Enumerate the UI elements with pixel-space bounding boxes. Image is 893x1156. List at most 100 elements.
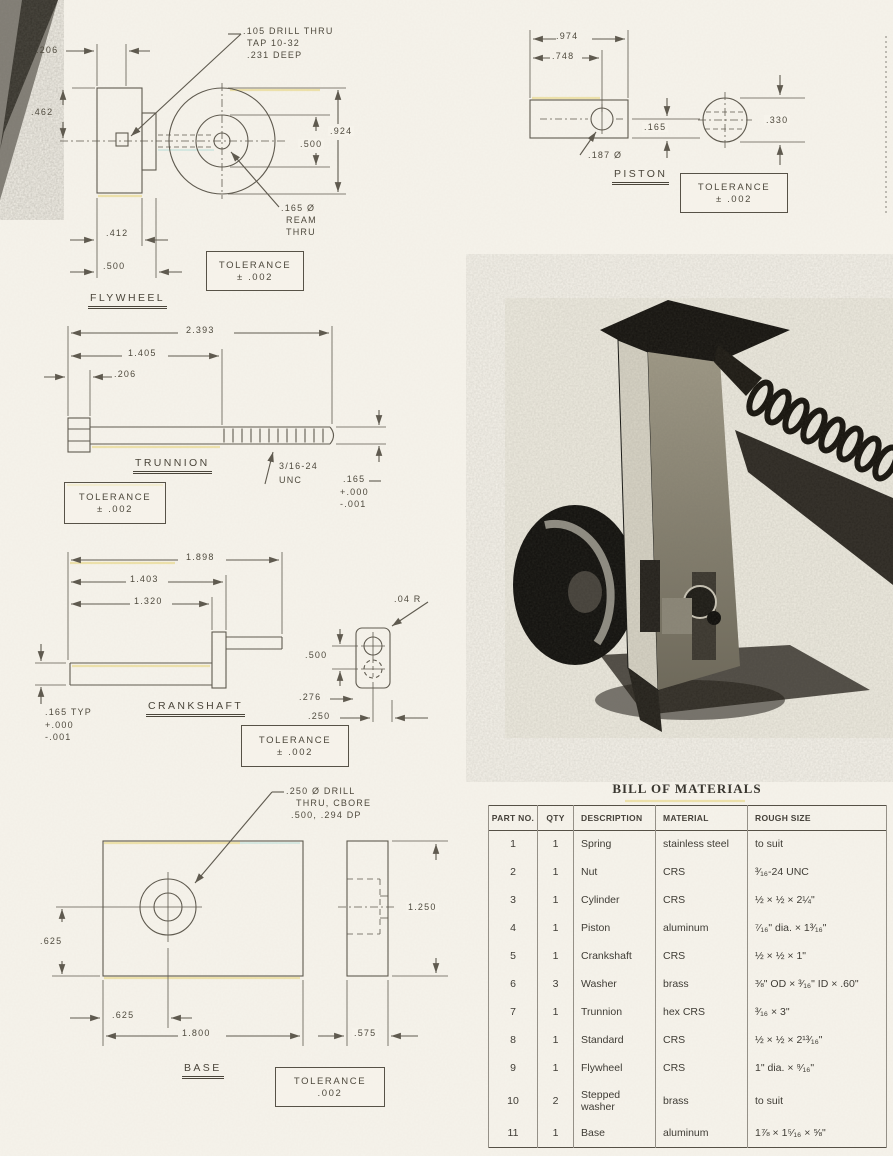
tolerance-value: ± .002 xyxy=(277,746,313,758)
dim-flywheel-thickness: .500 xyxy=(103,261,126,271)
bom-cell: CRS xyxy=(655,1055,748,1083)
label-crankshaft: CRANKSHAFT xyxy=(146,700,246,717)
bom-cell: aluminum xyxy=(655,1121,748,1148)
label-trunnion: TRUNNION xyxy=(133,457,212,474)
bom-cell: 3 xyxy=(488,887,538,915)
note-flywheel-ream-1: .165 Ø xyxy=(281,203,316,213)
note-trunnion-dia-1: .165 xyxy=(343,474,366,484)
tolerance-value: ± .002 xyxy=(237,271,273,283)
bom-cell: ½ × ½ × 2¹³⁄₁₆" xyxy=(747,1027,887,1055)
bom-cell: 1 xyxy=(537,859,574,887)
bom-cell: CRS xyxy=(655,1027,748,1055)
note-crank-dia-2: +.000 xyxy=(45,720,74,730)
dim-base-center-from-bottom: .625 xyxy=(40,936,63,946)
bom-cell: 11 xyxy=(488,1121,538,1148)
bom-cell: to suit xyxy=(747,1083,887,1121)
bom-cell: 3 xyxy=(537,971,574,999)
dim-flywheel-radius: .462 xyxy=(31,107,54,117)
note-crank-dia-3: -.001 xyxy=(45,732,72,742)
note-trunnion-thread-2: UNC xyxy=(279,475,303,485)
bom-cell: 1" dia. × ⁹⁄₁₆" xyxy=(747,1055,887,1083)
note-flywheel-drill-1: .105 DRILL THRU xyxy=(243,26,334,36)
bom-cell: CRS xyxy=(655,859,748,887)
note-trunnion-dia-3: -.001 xyxy=(340,499,367,509)
bom-cell: Standard xyxy=(573,1027,656,1055)
bom-cell: 1 xyxy=(537,999,574,1027)
dim-flywheel-od: .924 xyxy=(328,126,355,136)
bom-cell: to suit xyxy=(747,830,887,859)
note-flywheel-drill-3: .231 DEEP xyxy=(247,50,303,60)
bom-cell: Trunnion xyxy=(573,999,656,1027)
note-crank-dia-1: .165 TYP xyxy=(45,707,92,717)
bom-cell: Piston xyxy=(573,915,656,943)
dim-crank-to-web: 1.320 xyxy=(134,596,163,606)
tolerance-word: TOLERANCE xyxy=(293,1075,367,1087)
bom-cell: ³⁄₁₆-24 UNC xyxy=(747,859,887,887)
bom-cell: 2 xyxy=(488,859,538,887)
dim-trunnion-overall: 2.393 xyxy=(186,325,215,335)
bom-table: PART NO. QTY DESCRIPTION MATERIAL ROUGH … xyxy=(488,805,887,1148)
bom-cell: Flywheel xyxy=(573,1055,656,1083)
bom-cell: 1⅞ × 1⁵⁄₁₆ × ⅝" xyxy=(747,1121,887,1148)
dim-piston-half-height: .165 xyxy=(642,122,669,132)
dim-crank-shaft: 1.403 xyxy=(130,574,159,584)
bom-cell: Nut xyxy=(573,859,656,887)
dim-base-width: 1.250 xyxy=(406,902,439,912)
bom-cell: 2 xyxy=(537,1083,574,1121)
bom-cell: 1 xyxy=(537,830,574,859)
bom-cell: 1 xyxy=(537,1121,574,1148)
label-flywheel: FLYWHEEL xyxy=(88,292,168,309)
bom-cell: 7 xyxy=(488,999,538,1027)
bom-cell: brass xyxy=(655,971,748,999)
bom-cell: 1 xyxy=(537,887,574,915)
dim-piston-hole-pos: .748 xyxy=(552,51,575,61)
label-base: BASE xyxy=(182,1062,224,1079)
dim-base-thickness: .575 xyxy=(352,1028,379,1038)
dim-flywheel-bore: .500 xyxy=(298,139,325,149)
bom-cell: CRS xyxy=(655,887,748,915)
bom-cell: 10 xyxy=(488,1083,538,1121)
tolerance-word: TOLERANCE xyxy=(78,491,152,503)
bom-cell: aluminum xyxy=(655,915,748,943)
bom-cell: brass xyxy=(655,1083,748,1121)
bom-header-part-no: PART NO. xyxy=(488,805,538,831)
dim-flywheel-hub-width: .412 xyxy=(106,228,129,238)
bom-cell: stainless steel xyxy=(655,830,748,859)
bom-cell: Crankshaft xyxy=(573,943,656,971)
tolerance-box-base: TOLERANCE .002 xyxy=(275,1067,385,1107)
tolerance-box-piston: TOLERANCE ± .002 xyxy=(680,173,788,213)
bill-of-materials: BILL OF MATERIALS PART NO. QTY DESCRIPTI… xyxy=(488,781,887,1148)
bom-header-qty: QTY xyxy=(537,805,574,831)
note-base-drill-3: .500, .294 DP xyxy=(291,810,362,820)
note-trunnion-thread-1: 3/16-24 xyxy=(279,461,318,471)
bom-header-rough-size: ROUGH SIZE xyxy=(747,805,887,831)
bom-cell: Cylinder xyxy=(573,887,656,915)
dim-flywheel-hub-offset: .206 xyxy=(36,45,59,55)
tolerance-word: TOLERANCE xyxy=(697,181,771,193)
tolerance-value: ± .002 xyxy=(97,503,133,515)
note-base-drill-2: THRU, CBORE xyxy=(296,798,372,808)
dim-base-center-from-left: .625 xyxy=(112,1010,135,1020)
bom-header-material: MATERIAL xyxy=(655,805,748,831)
bom-cell: Spring xyxy=(573,830,656,859)
dim-piston-length: .974 xyxy=(556,31,579,41)
bom-cell: ⅜" OD × ³⁄₁₆" ID × .60" xyxy=(747,971,887,999)
dim-piston-dia: .330 xyxy=(764,115,791,125)
dim-crank-overall: 1.898 xyxy=(186,552,215,562)
bom-cell: 8 xyxy=(488,1027,538,1055)
dim-crank-corner-radius: .04 R xyxy=(394,594,422,604)
tolerance-box-crankshaft: TOLERANCE ± .002 xyxy=(241,725,349,767)
bom-cell: Washer xyxy=(573,971,656,999)
bom-cell: 1 xyxy=(537,915,574,943)
note-flywheel-ream-3: THRU xyxy=(286,227,316,237)
tolerance-value: ± .002 xyxy=(716,193,752,205)
dim-piston-hole-dia: .187 Ø xyxy=(588,150,623,160)
bom-cell: 4 xyxy=(488,915,538,943)
